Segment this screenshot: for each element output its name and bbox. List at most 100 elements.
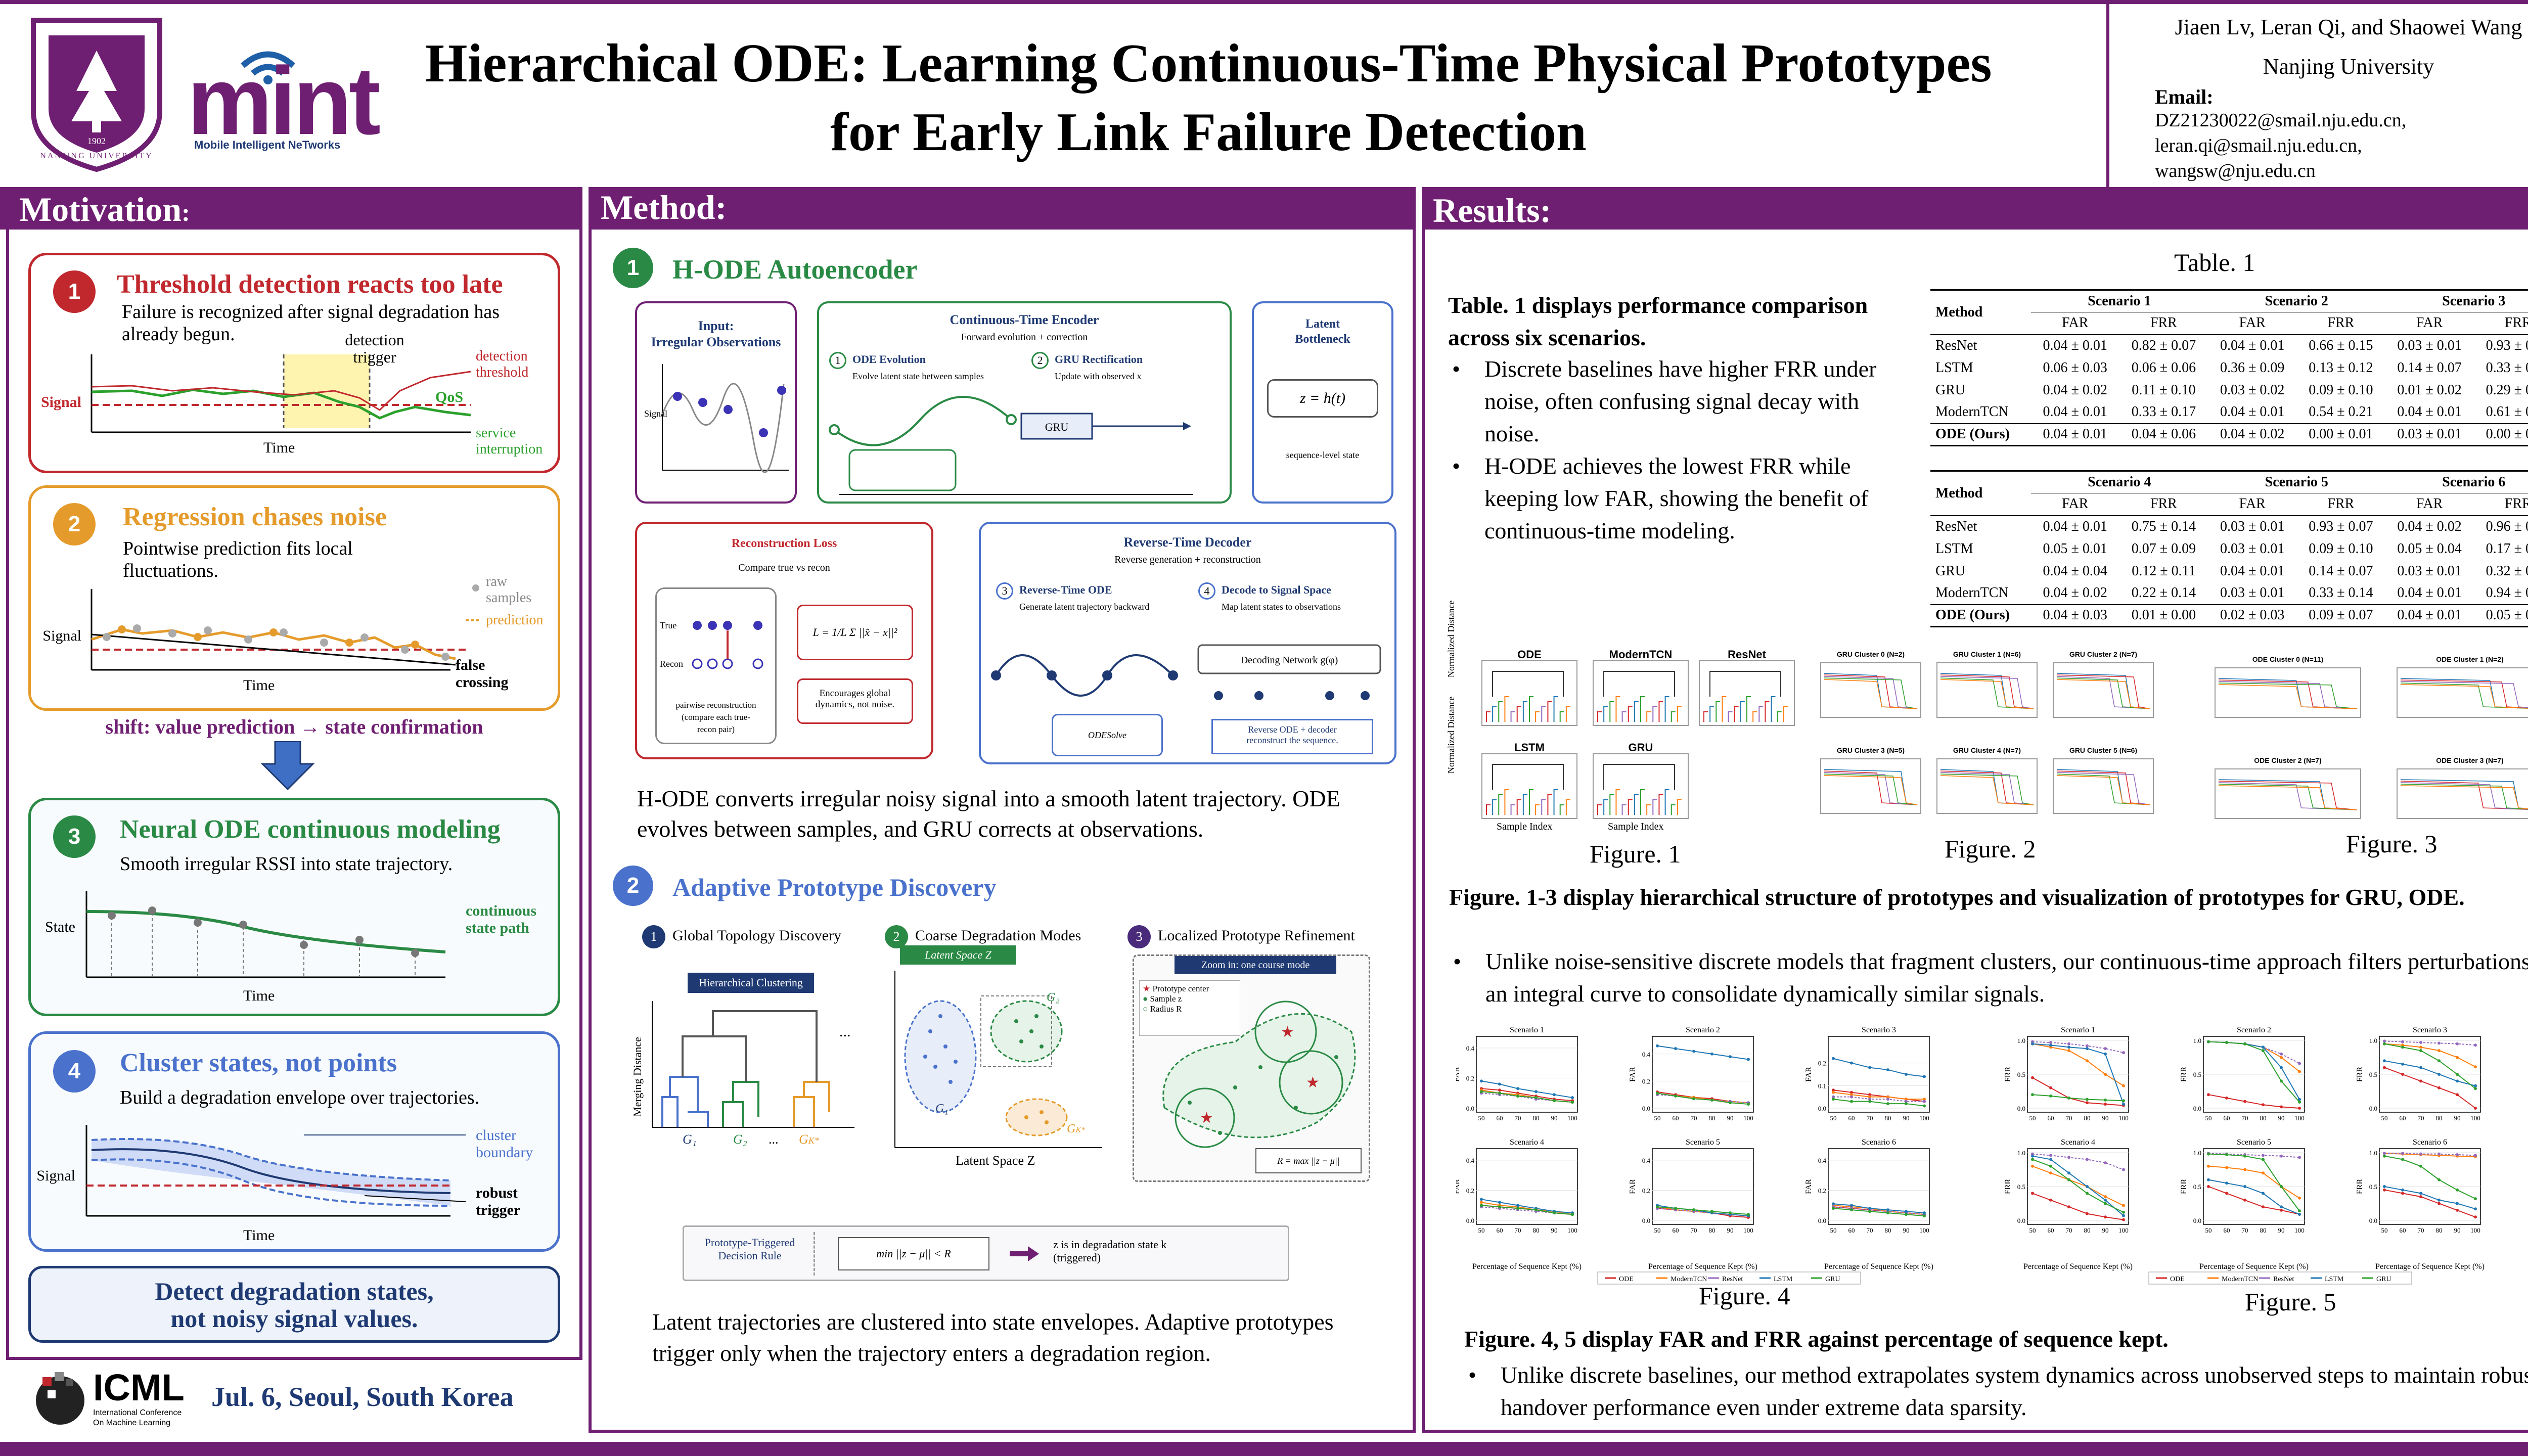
x-tick-label: 60: [1673, 1114, 1679, 1122]
y-tick-label: 0.0: [1818, 1105, 1826, 1112]
table-cell: 0.05 ± 0.08: [2486, 607, 2528, 623]
series-line-lstm: [2208, 1179, 2300, 1215]
x-tick-label: 50: [1654, 1226, 1661, 1234]
table-cell: LSTM: [1935, 540, 1973, 557]
y-axis-label: FAR: [1804, 1179, 1813, 1194]
figure-subplot: GRU Cluster 2 (N=7): [2053, 650, 2154, 718]
svg-text:Signal: Signal: [36, 1167, 75, 1184]
legend-label: ModernTCN: [1671, 1276, 1707, 1283]
svg-text:★: ★: [1200, 1110, 1213, 1126]
svg-text:Signal: Signal: [42, 627, 81, 644]
data-point: [2086, 1098, 2089, 1101]
icml-head-icon: [36, 1372, 84, 1425]
table-cell: 0.36 ± 0.09: [2220, 359, 2285, 376]
x-tick-label: 70: [2418, 1226, 2424, 1234]
data-point: [2474, 1154, 2477, 1157]
x-tick-label: 90: [1903, 1226, 1910, 1234]
y-tick-label: 0.5: [2369, 1183, 2377, 1191]
data-point: [2437, 1049, 2441, 1053]
y-tick-label: 0.5: [2017, 1071, 2025, 1078]
x-tick-label: 100: [1743, 1114, 1753, 1122]
figure-subplot: GRU: [1593, 741, 1689, 819]
series-line-lstm: [2384, 1186, 2476, 1210]
card-number-1: 1: [53, 270, 96, 313]
y-tick-label: 0.5: [2193, 1183, 2201, 1191]
chart-title: Scenario 6: [2413, 1138, 2447, 1147]
results-table-1: Method Scenario 1 Scenario 2 Scenario 3 …: [1930, 289, 2528, 446]
data-point: [1710, 1098, 1713, 1102]
data-point: [2437, 1198, 2441, 1202]
recon-loss-box: Reconstruction Loss Compare true vs reco…: [635, 522, 933, 759]
y-tick-label: 1.0: [2017, 1149, 2025, 1157]
legend-label: GRU: [1825, 1276, 1840, 1283]
table-cell: 0.13 ± 0.12: [2309, 359, 2373, 376]
table-cell: 0.04 ± 0.06: [2131, 426, 2196, 442]
data-point: [2401, 1062, 2404, 1066]
series-line-moderntcn: [2032, 1165, 2124, 1206]
data-point: [2437, 1041, 2441, 1045]
email-3[interactable]: wangsw@nju.edu.cn: [2155, 160, 2316, 181]
email-2[interactable]: leran.qi@smail.nju.edu.cn,: [2155, 135, 2362, 156]
y-tick-label: 0.0: [2193, 1217, 2201, 1224]
x-tick-label: 50: [2205, 1226, 2212, 1234]
data-point: [2104, 1052, 2107, 1056]
subplot-title: GRU Cluster 5 (N=6): [2069, 746, 2138, 754]
y-axis-label: FAR: [1456, 1067, 1461, 1082]
data-point: [1553, 1093, 1556, 1097]
svg-text:state path: state path: [466, 920, 529, 936]
x-tick-label: 60: [2048, 1114, 2054, 1122]
data-point: [2262, 1154, 2265, 1157]
data-point: [1516, 1087, 1519, 1090]
data-point: [2031, 1093, 2034, 1097]
data-point: [2086, 1059, 2089, 1063]
data-point: [1710, 1210, 1713, 1213]
table-cell: 0.04 ± 0.02: [2220, 426, 2285, 442]
data-point: [2456, 1042, 2459, 1045]
email-1[interactable]: DZ21230022@smail.nju.edu.cn,: [2155, 110, 2407, 131]
table-cell: 0.03 ± 0.01: [2220, 540, 2285, 557]
figures-1-3-summary: Figure. 1-3 display hierarchical structu…: [1449, 884, 2465, 910]
data-point: [2280, 1052, 2283, 1056]
svg-text:Decoding Network g(φ): Decoding Network g(φ): [1241, 655, 1338, 666]
svg-text:threshold: threshold: [476, 365, 528, 380]
data-point: [1674, 1207, 1677, 1210]
data-point: [2383, 1154, 2386, 1158]
data-point: [2031, 1076, 2034, 1079]
method-step-2-desc: Latent trajectories are clustered into s…: [652, 1309, 1334, 1366]
data-point: [2086, 1101, 2089, 1105]
x-tick-label: 50: [1830, 1114, 1837, 1122]
table-cell: 0.07 ± 0.09: [2131, 540, 2196, 557]
data-point: [2280, 1185, 2283, 1188]
data-point: [1692, 1097, 1695, 1101]
section-band: [0, 187, 2528, 230]
table-cell: ODE (Ours): [1935, 426, 2010, 442]
x-tick-label: 60: [1497, 1114, 1503, 1122]
data-point: [1832, 1202, 1835, 1206]
x-tick-label: 90: [2278, 1114, 2285, 1122]
data-point: [2122, 1168, 2125, 1171]
x-tick-label: 70: [1867, 1226, 1873, 1234]
data-point: [2383, 1039, 2386, 1043]
svg-text:GRU: GRU: [1045, 421, 1069, 433]
table-cell: 0.17 ± 0.16: [2486, 540, 2528, 557]
data-point: [1729, 1055, 1732, 1059]
nanjing-university-logo-text: NANJING UNIVERSITY: [40, 152, 153, 160]
data-point: [2122, 1204, 2125, 1207]
svg-text:True: True: [660, 620, 676, 630]
data-point: [2207, 1164, 2210, 1168]
down-arrow-icon: [260, 741, 315, 791]
latent-box: Latent Bottleneck z = h(t) sequence-leve…: [1252, 301, 1393, 504]
table-cell: 0.04 ± 0.01: [2220, 338, 2285, 353]
motivation-card-3: 3 Neural ODE continuous modeling Smooth …: [28, 798, 560, 1016]
table-cell: 0.04 ± 0.02: [2043, 585, 2107, 601]
figure-subplot: LSTM: [1481, 741, 1577, 819]
table-cell: 0.94 ± 0.05: [2486, 585, 2528, 601]
data-point: [2437, 1073, 2441, 1076]
legend-label: ResNet: [1722, 1276, 1743, 1283]
